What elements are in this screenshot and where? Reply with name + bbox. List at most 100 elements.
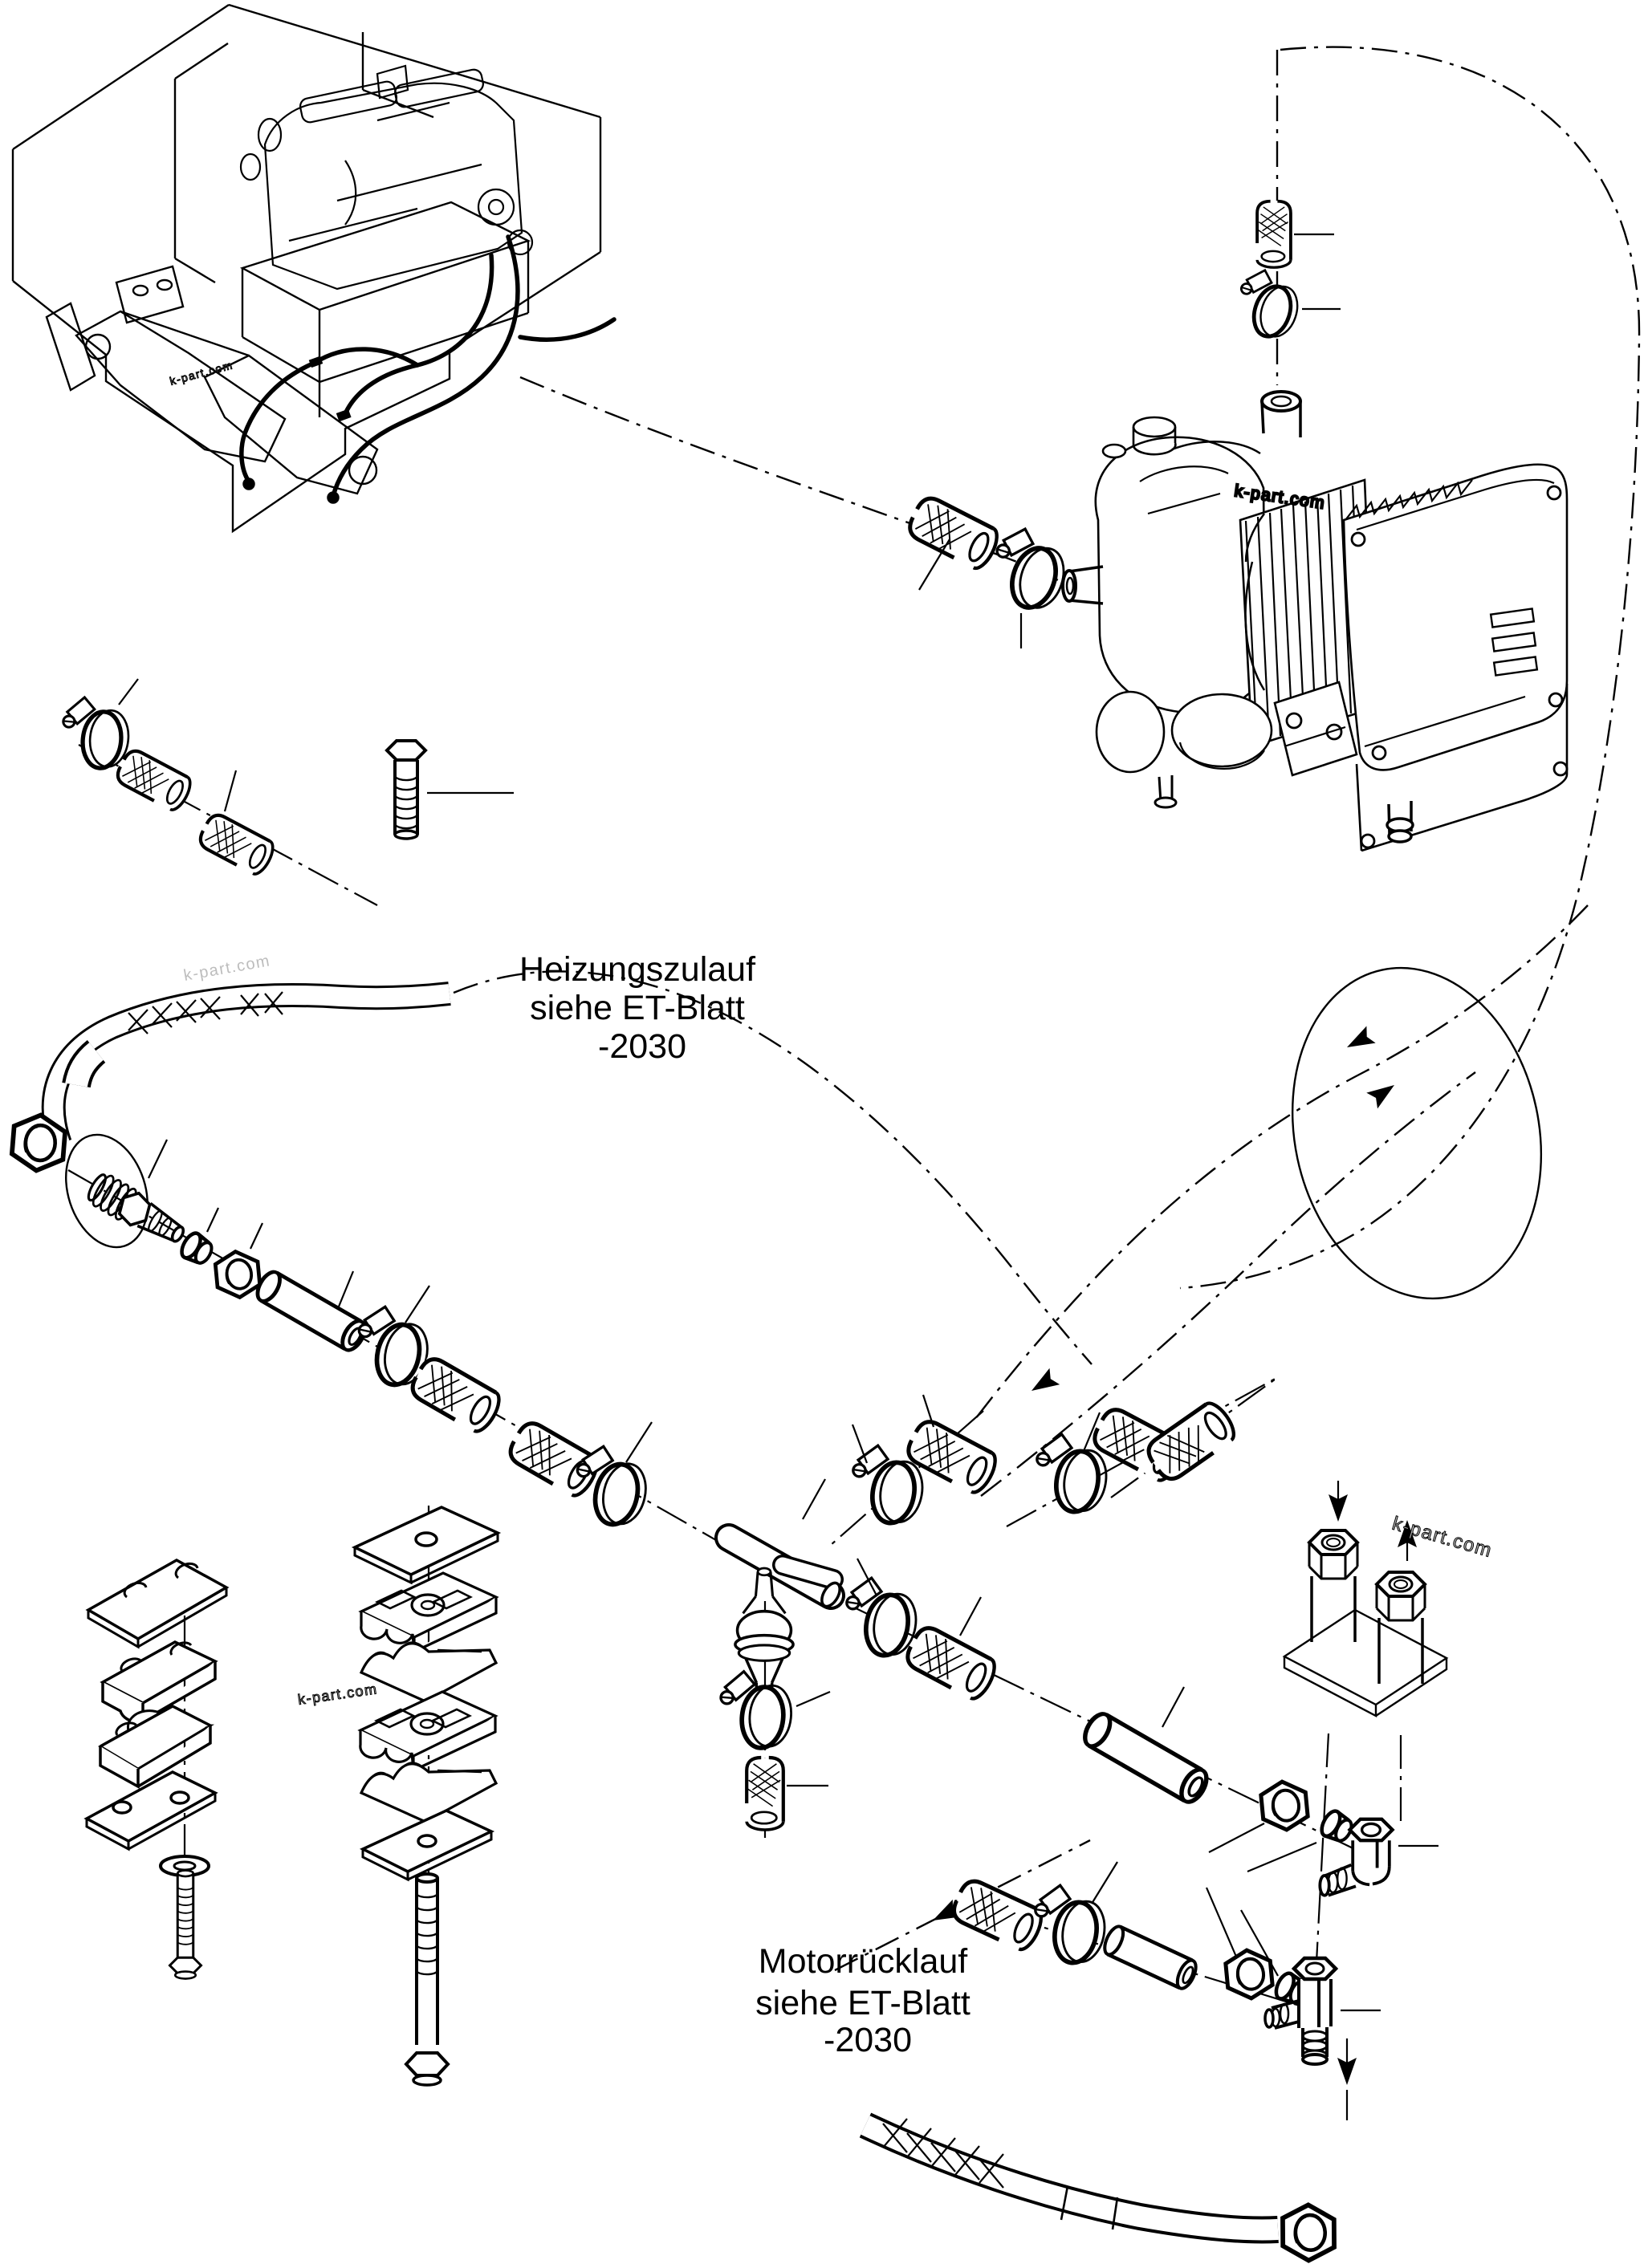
routing-centerlines (453, 46, 1641, 2120)
leader-line (250, 1222, 263, 1250)
centerline-big-loop (1179, 46, 1641, 1290)
leader-line (959, 1596, 982, 1636)
stack-ribbed-block-1 (358, 1571, 499, 1653)
leader-line (337, 1270, 355, 1307)
braided-hose-segment (114, 747, 195, 814)
centerline-flange-pipe1 (1315, 1733, 1330, 1963)
leader-line (148, 1139, 168, 1179)
notes: Heizungszulauf siehe ET-Blatt -2030 Moto… (182, 950, 980, 2059)
t-pipe-assembly (713, 1478, 845, 1830)
hose-clamp (994, 529, 1071, 613)
union-nut (1274, 2200, 1343, 2266)
stack-cushion-2 (359, 1762, 498, 1823)
stack-top-plate (85, 1558, 230, 1649)
loop-ellipse (65, 1133, 149, 1249)
flow-arrow-supply (1366, 1077, 1400, 1109)
stack-bottom-plate (359, 1809, 495, 1882)
braided-hose-segment (197, 811, 278, 878)
heater-top-port (1139, 390, 1302, 515)
loader-arms (45, 265, 379, 495)
hose-clamp (1029, 1879, 1117, 1973)
bottom-return-hose (859, 2112, 1343, 2266)
leader-line (922, 1394, 935, 1428)
braided-hose-segment (902, 1623, 999, 1702)
clamp-block-stack-left: k-part.com (83, 1558, 379, 1980)
heater-exhaust-stub (1386, 801, 1414, 843)
centerline-return-chain (830, 1410, 984, 1546)
hose-clamp (713, 1662, 806, 1761)
leader-line (851, 1424, 869, 1464)
hose-clamp (1239, 270, 1304, 342)
watermark: k-part.com (182, 952, 272, 985)
heater-inlet-stub (1061, 565, 1104, 605)
stack-cushion-1 (359, 1641, 498, 1703)
left-hose-set (56, 678, 514, 906)
braided-hose-segment (1255, 199, 1292, 270)
braided-hose-segment (1143, 1399, 1239, 1485)
centerline-return-upper (975, 904, 1589, 1420)
centerline-supply-through-loop (980, 1071, 1476, 1497)
return-chains (840, 1394, 1438, 2064)
heater-pump-body (1094, 436, 1267, 714)
leader-line (1247, 1841, 1317, 1873)
heater-bracket (1273, 681, 1358, 777)
note-line: -2030 (824, 2021, 912, 2059)
flow-arrow-chain (1026, 1368, 1060, 1400)
heater-filler-cap (1101, 416, 1177, 459)
watermark: k-part.com (1390, 1513, 1495, 1562)
leader-line (802, 1478, 826, 1520)
leader-line (918, 539, 950, 591)
stack-top-plate (351, 1506, 502, 1585)
braided-hose-segment (905, 494, 1002, 572)
leader-line (1082, 1412, 1101, 1452)
centerline-flange-hose (1110, 1376, 1279, 1498)
hose-braid-hatch (882, 2118, 1004, 2189)
stack-bottom-plate (83, 1770, 218, 1851)
twin-pipe-bracket: k-part.com (1143, 1399, 1495, 1717)
engine-compartment: k-part.com (11, 3, 616, 534)
straight-tube (253, 1268, 369, 1354)
hex-bolt (169, 1869, 202, 1980)
return-hose (861, 2116, 1279, 2241)
long-bolt (404, 1872, 450, 2087)
heater-blower (1095, 690, 1273, 809)
heater-control-box (1342, 463, 1569, 852)
heater-inlet-hose-set (905, 494, 1071, 648)
supply-hose (43, 984, 451, 1147)
leader-line (1205, 1887, 1238, 1957)
compartment-box (11, 3, 602, 534)
leader-line (118, 678, 139, 705)
bracket-plate (1282, 1608, 1449, 1717)
braided-hose-segment (408, 1354, 505, 1435)
supply-hose-assembly (2, 982, 739, 1554)
leader-line (1240, 1909, 1279, 1977)
centerline-supply (453, 970, 1093, 1365)
note-motorruecklauf: Motorrücklauf siehe ET-Blatt -2030 (755, 1942, 980, 2059)
leader-line (796, 1690, 831, 1708)
union-nut (1220, 1947, 1277, 2002)
note-line: Motorrücklauf (759, 1942, 969, 1981)
note-line: siehe ET-Blatt (530, 989, 745, 1027)
bracket-pipe-1 (1307, 1529, 1360, 1642)
leader-line (625, 1421, 653, 1463)
wiring-harness (239, 234, 616, 504)
leader-line (857, 1558, 877, 1596)
leader-line (405, 1285, 430, 1323)
routing-loop-ellipse (1291, 966, 1543, 1300)
leader-line (223, 770, 238, 812)
bracket-pipe-2 (1374, 1571, 1427, 1684)
watermark: k-part.com (297, 1681, 379, 1708)
leader-line (1162, 1686, 1185, 1728)
leader-line (1091, 1861, 1118, 1904)
stack-clamp-half-upper (100, 1640, 218, 1724)
hose-braid-hatch (128, 991, 283, 1034)
flow-arrow-return (1342, 1026, 1376, 1056)
leader-line (1208, 1823, 1265, 1853)
straight-tube (1080, 1709, 1211, 1806)
t-union (1265, 1958, 1336, 2064)
heater-fin-block (1239, 478, 1376, 748)
engine (239, 64, 534, 291)
auxiliary-heater: k-part.com (1061, 390, 1569, 852)
